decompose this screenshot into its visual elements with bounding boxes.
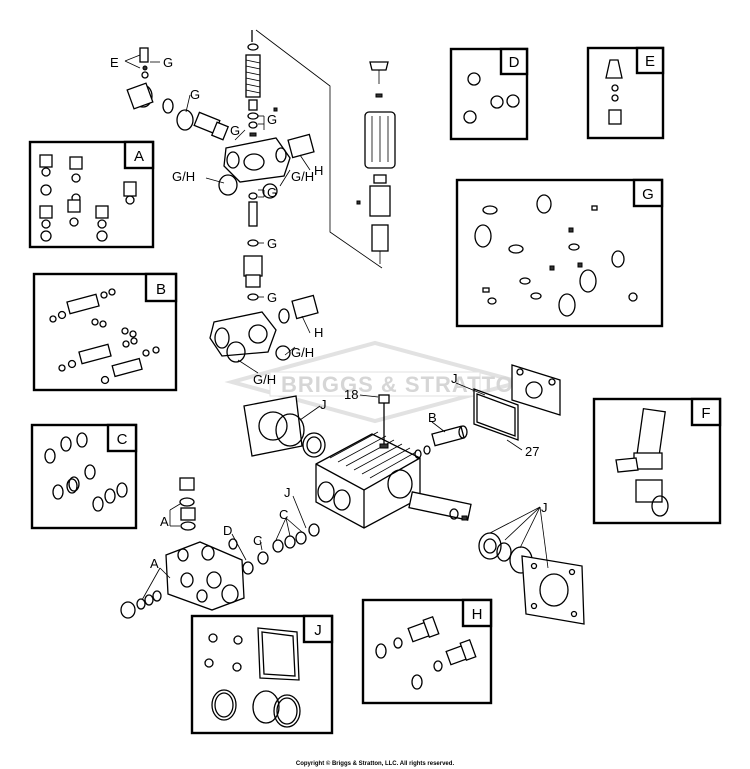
kit-box-b[interactable]: B [32,272,178,392]
callout-g-tee: G [267,290,277,305]
kit-box-e[interactable]: E [586,46,665,140]
kit-c-label: C [117,431,128,448]
pump-assembly [120,364,585,625]
callout-labels: E G G G G G G G G/H G/H G/H G/H H H J J … [110,55,548,571]
callout-j-bearing: J [541,500,548,515]
unloader-valve-assembly [126,29,383,363]
callout-h-1: H [314,163,323,178]
callout-b: B [428,410,437,425]
callout-j-seal: J [320,397,327,412]
callout-gh-2: G/H [291,169,314,184]
kit-a-label: A [134,148,144,165]
kit-j-label: J [314,622,322,639]
callout-lines [124,54,549,601]
callout-j-cover: J [451,371,458,386]
callout-g-top: G [163,55,173,70]
kit-d-parts [463,72,520,124]
kit-box-c[interactable]: C [30,423,138,530]
kit-box-a[interactable]: A [28,140,155,249]
kit-g-parts [474,194,638,317]
copyright-text: Copyright © Briggs & Stratton, LLC. All … [296,760,455,767]
kit-f-parts [615,407,669,517]
kit-a-parts [39,154,137,242]
kit-box-f[interactable]: F [592,397,722,525]
callout-a-1: A [160,514,169,529]
callout-g-piston: G [267,185,277,200]
callout-27: 27 [525,444,539,459]
kit-b-parts [49,288,160,385]
callout-gh-4: G/H [253,372,276,387]
kit-h-label: H [472,606,483,623]
callout-c-2: C [253,533,262,548]
kit-j-parts [204,627,301,728]
kit-h-parts [375,615,477,690]
callout-h-2: H [314,325,323,340]
kit-e-label: E [645,53,655,70]
callout-g-seat: G [267,236,277,251]
kit-b-label: B [156,281,166,298]
callout-g-spring: G [267,112,277,127]
kit-c-parts [44,432,128,512]
kit-d-label: D [509,54,520,71]
callout-g-inlet: G [190,87,200,102]
kit-box-g[interactable]: G [455,178,664,328]
callout-gh-3: G/H [291,345,314,360]
kit-f-label: F [701,405,710,422]
watermark-text: BRIGGS & STRATTON [281,372,531,397]
kit-box-d[interactable]: D [449,47,529,141]
callout-gh-1: G/H [172,169,195,184]
kit-e-parts [605,59,623,125]
callout-a-2: A [150,556,159,571]
kit-box-h[interactable]: H [361,598,493,705]
callout-18: 18 [344,387,358,402]
kit-box-j[interactable]: J [190,614,334,735]
callout-d: D [223,523,232,538]
callout-c-1: C [279,507,288,522]
callout-e: E [110,55,119,70]
callout-g-body: G [230,123,240,138]
pressure-knob-assembly [356,61,396,264]
watermark-logo: BRIGGS & STRATTON [224,340,531,424]
kit-g-label: G [642,186,654,203]
callout-j-pump: J [284,485,291,500]
